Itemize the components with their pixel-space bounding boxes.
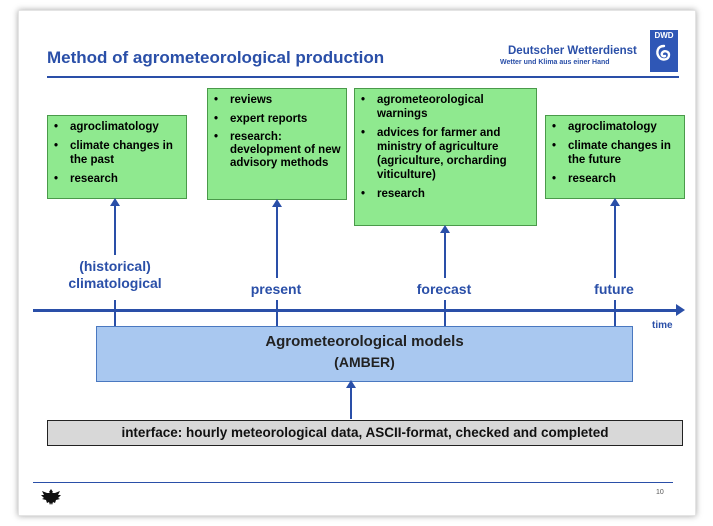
model-box: Agrometeorological models (AMBER) [96,326,633,382]
time-label: time [652,320,673,331]
logo-text: DWD [654,31,674,40]
list-item: •research [54,173,118,185]
list-item: •reviews [214,94,273,106]
list-item: •agrometeorological warnings [361,94,484,120]
arrow-interface-to-model [346,380,356,419]
timeline-tick [276,300,278,326]
period-present: present [250,281,302,297]
box-forecast: •agrometeorological warnings •advices fo… [354,88,537,226]
header-rule [47,76,679,78]
arrow-head [110,198,120,206]
list-item: •climate changes in the past [54,140,173,166]
period-forecast: forecast [416,281,472,297]
timeline-tick [114,300,116,326]
timeline-tick [614,300,616,326]
arrow-head [440,225,450,233]
timeline-tick [444,300,446,326]
list-item: •agroclimatology [54,121,159,133]
brand-subtitle: Wetter und Klima aus einer Hand [500,59,610,66]
arrow-historical [110,198,120,255]
box-present: •reviews •expert reports •research: deve… [207,88,347,200]
page-number: 10 [656,489,664,496]
arrow-present [272,199,282,278]
period-historical: (historical) climatological [50,258,180,292]
list-item: •research: development of new advisory m… [214,131,341,169]
arrow-future [610,198,620,278]
list-item: •expert reports [214,113,308,125]
federal-eagle-icon [41,489,61,505]
timeline-arrow-head [676,304,685,316]
model-title: Agrometeorological models [265,333,464,350]
dwd-logo-icon: DWD [650,30,678,72]
brand-name: Deutscher Wetterdienst [508,45,637,57]
box-future: •agroclimatology •climate changes in the… [545,115,685,199]
footer-rule [33,482,673,483]
list-item: •research [361,188,425,200]
period-historical-line2: climatological [68,275,162,291]
model-subtitle: (AMBER) [334,354,395,370]
slide-title: Method of agrometeorological production [47,48,385,67]
arrow-head [346,380,356,388]
arrow-forecast [440,225,450,278]
list-item: •research [552,173,616,185]
list-item: •climate changes in the future [552,140,671,166]
interface-box: interface: hourly meteorological data, A… [47,420,683,446]
arrow-head [272,199,282,207]
arrow-head [610,198,620,206]
list-item: •agroclimatology [552,121,657,133]
swirl-icon [656,44,671,61]
period-historical-line1: (historical) [79,258,151,274]
box-historical: •agroclimatology •climate changes in the… [47,115,187,199]
timeline-axis [33,309,678,312]
list-item: •advices for farmer and ministry of agri… [361,127,507,181]
period-future: future [594,281,634,297]
